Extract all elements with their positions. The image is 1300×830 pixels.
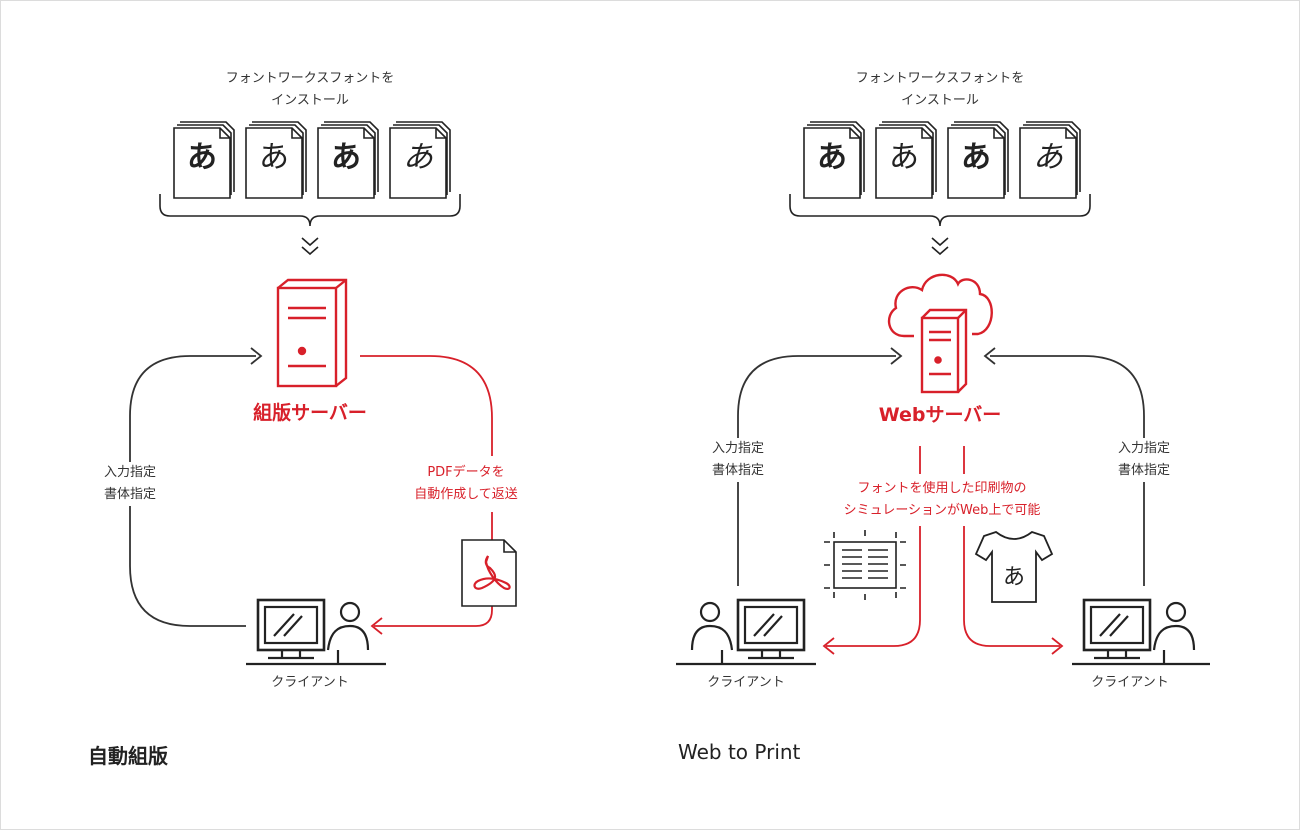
left-input-arrowhead <box>250 347 263 365</box>
printed-sheet-icon <box>824 530 906 600</box>
right-input-arrowhead-right <box>983 347 996 365</box>
right-input-arrowhead-left <box>890 347 903 365</box>
left-brace <box>159 194 461 227</box>
pdf-file-icon <box>461 539 517 607</box>
left-client-workstation-icon <box>246 598 386 666</box>
right-font-glyph-4: あ <box>1033 140 1063 175</box>
left-server-icon <box>276 278 348 388</box>
left-caption: 自動組版 <box>88 744 168 768</box>
right-client-right-label: クライアント <box>1091 675 1169 690</box>
right-input-arrow-right <box>990 355 1145 586</box>
left-double-chevron-icon <box>301 237 319 256</box>
left-return-label-line1: PDFデータを <box>427 465 505 480</box>
left-install-note-line1: フォントワークスフォントを <box>225 71 395 86</box>
tshirt-glyph: あ <box>1003 565 1025 590</box>
right-server-label: Webサーバー <box>878 404 1002 426</box>
left-font-glyph-2: あ <box>259 140 289 175</box>
left-return-label-line2: 自動作成して返送 <box>414 487 518 502</box>
simulation-label-line1: フォントを使用した印刷物の <box>857 481 1027 496</box>
left-font-glyph-3: あ <box>331 140 361 175</box>
cloud-server-icon <box>887 273 993 394</box>
left-input-label-line2: 書体指定 <box>103 487 156 502</box>
right-font-glyph-1: あ <box>817 140 847 175</box>
left-server-label: 組版サーバー <box>253 402 367 424</box>
right-font-glyph-3: あ <box>961 140 991 175</box>
right-red-arrow-left <box>826 526 921 647</box>
right-input-label-left: 入力指定 書体指定 <box>678 438 798 482</box>
left-return-arrowhead <box>370 617 383 635</box>
left-install-note: フォントワークスフォントを インストール <box>190 68 430 112</box>
left-font-glyph-4: あ <box>403 140 433 175</box>
left-input-label-line1: 入力指定 <box>103 465 156 480</box>
right-input-arrow-left <box>737 355 896 586</box>
right-input-label-right-line1: 入力指定 <box>1117 441 1170 456</box>
right-install-note-line2: インストール <box>901 93 979 108</box>
right-client-right-workstation-icon <box>1072 598 1210 666</box>
left-input-label: 入力指定 書体指定 <box>70 462 190 506</box>
right-client-left-workstation-icon <box>676 598 816 666</box>
right-red-arrowhead-left <box>822 637 835 655</box>
left-return-label: PDFデータを 自動作成して返送 <box>396 462 536 506</box>
right-input-label-right: 入力指定 書体指定 <box>1084 438 1204 482</box>
right-input-label-left-line1: 入力指定 <box>711 441 764 456</box>
left-return-line-top <box>360 355 493 456</box>
right-input-label-left-line2: 書体指定 <box>711 463 764 478</box>
right-red-arrow-right <box>963 526 1060 647</box>
left-return-line-bottom <box>374 606 493 627</box>
left-install-note-line2: インストール <box>271 93 349 108</box>
left-font-glyph-1: あ <box>187 140 217 175</box>
right-caption: Web to Print <box>678 740 801 764</box>
right-red-arrowhead-right <box>1051 637 1064 655</box>
right-brace <box>789 194 1091 227</box>
tshirt-icon: あ <box>974 530 1054 603</box>
simulation-label: フォントを使用した印刷物の シミュレーションがWeb上で可能 <box>810 478 1074 522</box>
right-client-left-label: クライアント <box>707 675 785 690</box>
right-double-chevron-icon <box>931 237 949 256</box>
right-font-glyph-2: あ <box>889 140 919 175</box>
right-input-label-right-line2: 書体指定 <box>1117 463 1170 478</box>
right-install-note: フォントワークスフォントを インストール <box>820 68 1060 112</box>
right-install-note-line1: フォントワークスフォントを <box>855 71 1025 86</box>
left-client-label: クライアント <box>271 675 349 690</box>
simulation-label-line2: シミュレーションがWeb上で可能 <box>843 503 1041 518</box>
